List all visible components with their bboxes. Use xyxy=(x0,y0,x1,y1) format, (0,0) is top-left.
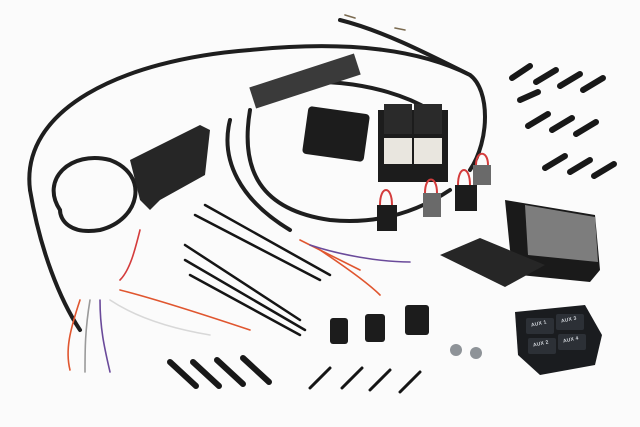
aux-switch-panel xyxy=(515,305,602,375)
cable-ties xyxy=(183,203,332,337)
nuts xyxy=(450,344,482,359)
push-pin-rivets xyxy=(308,366,422,394)
heat-shrink-tubes xyxy=(509,63,617,179)
pigtail-connectors xyxy=(377,152,491,231)
bottom-heat-shrink xyxy=(167,355,272,389)
stub-wires xyxy=(67,14,411,373)
fuse-box xyxy=(302,106,370,162)
rubber-mat xyxy=(440,238,545,287)
velcro-strip xyxy=(249,53,361,109)
relay-block xyxy=(378,104,448,182)
mounting-bracket xyxy=(130,125,210,210)
inline-connectors xyxy=(330,305,429,344)
